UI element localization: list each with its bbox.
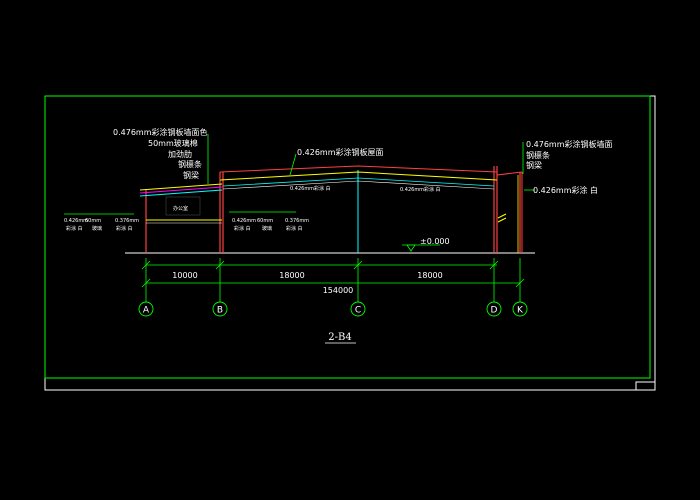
room-note: 办公室 xyxy=(173,205,188,212)
left-note-2: 60mm xyxy=(85,218,101,224)
left-callout-3: 加劲肋 xyxy=(168,149,192,159)
dim-bay-1: 10000 xyxy=(172,271,197,280)
axis-label-b: B xyxy=(217,306,223,316)
roof-inner-label-left: 0.426mm彩涂 白 xyxy=(290,185,331,192)
left-callout-5: 钢梁 xyxy=(183,170,199,180)
axis-label-k: K xyxy=(517,306,524,316)
annex-label-bg xyxy=(165,196,201,216)
axis-circle-b xyxy=(212,301,228,317)
left-note-6: 彩涂 白 xyxy=(116,225,133,232)
main-roof xyxy=(219,165,498,190)
elevation-marker xyxy=(402,244,440,252)
annex-roof xyxy=(139,183,223,224)
dim-overall: 154000 xyxy=(323,286,354,295)
title-block-corner xyxy=(635,381,656,391)
left-callout-1: 0.476mm彩涂钢板墙面色 xyxy=(113,127,208,137)
left-note-4: 彩涂 白 xyxy=(66,225,83,232)
mid-note-6: 彩涂 白 xyxy=(286,225,303,232)
dim-bay-2: 18000 xyxy=(279,271,304,280)
mid-note-4: 彩涂 白 xyxy=(234,225,251,232)
drawing-title: 2-B4 xyxy=(328,332,351,343)
mid-note-5: 玻璃 xyxy=(262,225,272,232)
roof-inner-label-right: 0.426mm彩涂 白 xyxy=(400,186,441,193)
axis-label-c: C xyxy=(355,306,361,316)
leader-lines xyxy=(64,134,535,215)
right-callout-3: 钢梁 xyxy=(526,160,542,170)
left-callout-2: 50mm玻璃棉 xyxy=(148,138,198,148)
right-wall-label: 0.426mm彩涂 白 xyxy=(533,185,598,195)
axis-circle-c xyxy=(350,301,366,317)
elevation-label: ±0.000 xyxy=(420,237,450,246)
axis-circle-k xyxy=(512,301,528,317)
roof-callout: 0.426mm彩涂钢板屋面 xyxy=(297,147,384,157)
dimension-lines xyxy=(141,258,525,302)
drawing-frame xyxy=(44,95,651,379)
right-wall xyxy=(496,171,523,253)
left-note-3: 0.376mm xyxy=(115,218,139,224)
mid-note-3: 0.376mm xyxy=(285,218,309,224)
axis-circle-d xyxy=(486,301,502,317)
axis-label-a: A xyxy=(143,306,150,316)
mid-note-2: 60mm xyxy=(257,218,273,224)
left-callout-4: 钢檩条 xyxy=(178,159,202,169)
left-note-5: 玻璃 xyxy=(92,225,102,232)
left-note-1: 0.426mm xyxy=(64,218,88,224)
right-callout-2: 钢檩条 xyxy=(526,150,550,160)
axis-label-d: D xyxy=(491,306,498,316)
right-callout-1: 0.476mm彩涂钢板墙面 xyxy=(526,139,613,149)
dim-bay-3: 18000 xyxy=(417,271,442,280)
axis-circle-a xyxy=(138,301,154,317)
columns xyxy=(145,166,521,253)
mid-note-1: 0.426mm xyxy=(232,218,256,224)
